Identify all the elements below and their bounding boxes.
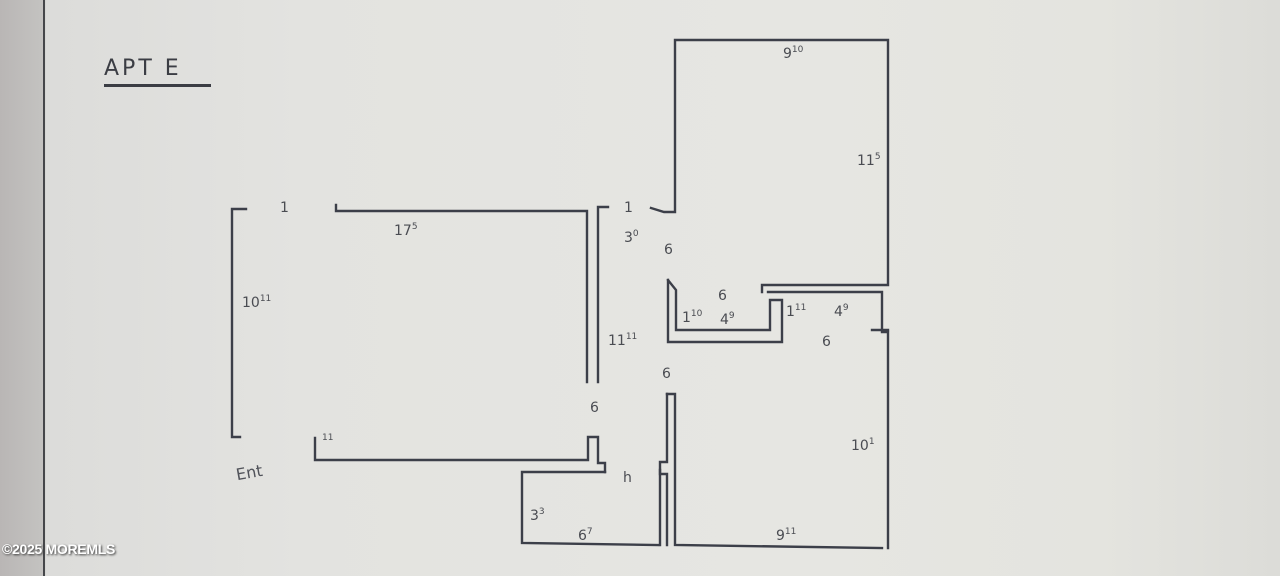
closet2-depth-label: 111 xyxy=(786,303,806,320)
closet2-width-label: 49 xyxy=(834,303,849,320)
entry-door-label: 11 xyxy=(322,433,333,443)
plan-title: APT E xyxy=(104,56,182,81)
kitchen-width-label: 67 xyxy=(578,527,593,544)
bedroom1-height-label: 115 xyxy=(857,152,881,169)
living-top-door-label: 1 xyxy=(280,200,289,216)
bath-door-label: 6 xyxy=(662,366,671,382)
closet2-door-label: 6 xyxy=(822,334,831,350)
bedroom1-width-label: 910 xyxy=(783,45,804,62)
hall-height-label: 1111 xyxy=(608,332,637,349)
closet1-door-label: 6 xyxy=(718,288,727,304)
hall-width-label: 30 xyxy=(624,229,639,246)
closet1-width-label: 49 xyxy=(720,311,735,328)
kitchen-height-label: 33 xyxy=(530,507,545,524)
bedroom2-door-label: 6 xyxy=(590,400,599,416)
hall-walls xyxy=(596,38,890,550)
watermark: ©2025 MOREMLS xyxy=(2,541,116,557)
hall-door-label: 1 xyxy=(624,200,633,216)
kitchen-door-label: h xyxy=(623,470,632,486)
closet1-depth-label: 110 xyxy=(682,309,703,326)
bed1-door-mark: 6 xyxy=(664,242,673,258)
bedroom2-height-label: 101 xyxy=(851,437,875,454)
bedroom2-width-label: 911 xyxy=(776,527,796,544)
living-width-label: 175 xyxy=(394,222,418,239)
kitchen-walls xyxy=(520,470,660,547)
living-height-label: 1011 xyxy=(242,294,271,311)
living-room-walls xyxy=(230,203,607,474)
title-underline xyxy=(104,84,211,87)
paper-edge xyxy=(43,0,45,576)
